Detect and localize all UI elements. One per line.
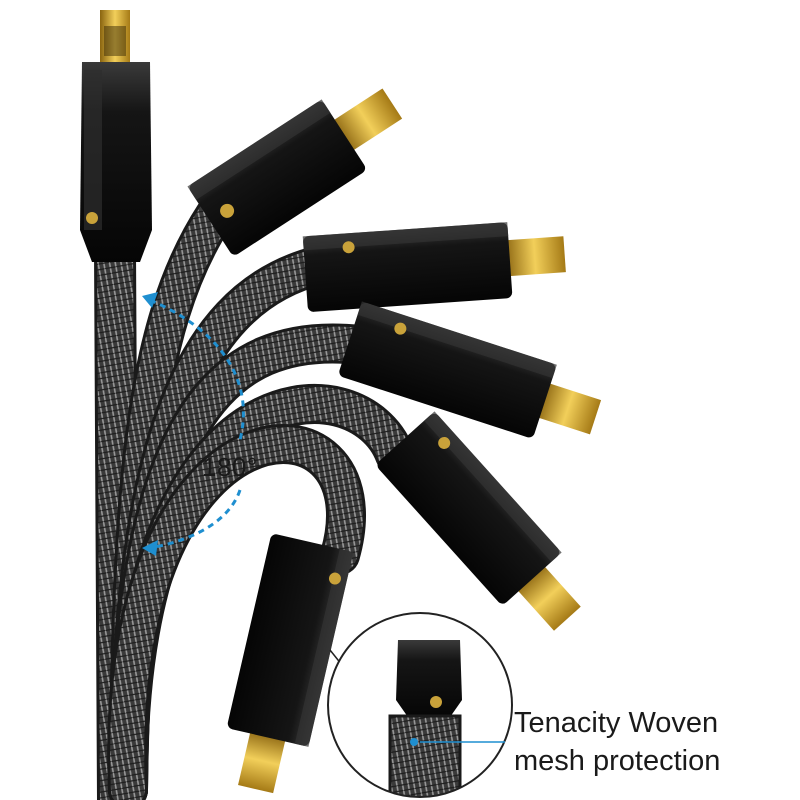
caption-line-2: mesh protection (514, 745, 721, 777)
arrow-heads (142, 292, 158, 556)
bend-angle-label: 180° (202, 452, 258, 482)
hdmi-connector-1 (187, 88, 403, 255)
braided-cables (94, 195, 415, 800)
mesh-detail-inset (327, 612, 513, 798)
bend-angle-arrow (149, 298, 245, 550)
hdmi-connector-5 (227, 534, 354, 794)
hdmi-connector-3 (339, 301, 602, 438)
caption-line-1: Tenacity Woven (514, 707, 719, 739)
hdmi-connector-vertical (80, 10, 152, 262)
mesh-caption: Tenacity Woven mesh protection (514, 704, 720, 780)
hdmi-connector-2 (302, 222, 566, 312)
hdmi-connector-4 (377, 411, 581, 631)
